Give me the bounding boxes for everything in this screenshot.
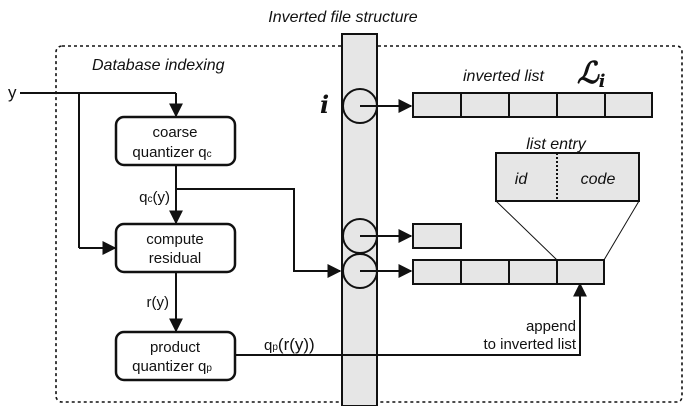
svg-text:quantizer qp: quantizer qp <box>132 358 212 375</box>
index-label-i: i <box>320 90 329 119</box>
diagram-title: Inverted file structure <box>268 9 418 26</box>
inverted-list-i <box>412 92 653 118</box>
appended-entry-cell <box>556 259 605 285</box>
qc-y-label: qc(y) <box>139 189 170 206</box>
r-y-label: r(y) <box>147 294 170 311</box>
append-label-2: to inverted list <box>483 336 576 353</box>
append-label-1: append <box>526 318 576 335</box>
database-indexing-region <box>55 45 347 403</box>
list-entry-detail: id code <box>495 152 640 202</box>
zoom-line-right <box>603 200 640 261</box>
arrow-qc-to-inverted-file <box>176 188 342 278</box>
product-quantizer-box: product quantizer qp <box>114 330 237 382</box>
database-indexing-region-right <box>360 45 683 403</box>
compute-residual-box: compute residual <box>114 222 237 274</box>
input-label: y <box>8 83 17 102</box>
svg-text:product: product <box>150 339 201 356</box>
inverted-list-label: inverted list <box>463 68 544 85</box>
svg-text:coarse: coarse <box>152 124 197 141</box>
list-entry-code: code <box>581 171 616 188</box>
list-entry-label: list entry <box>526 136 587 153</box>
svg-text:quantizer qc: quantizer qc <box>132 144 211 161</box>
target-inverted-list <box>412 259 605 285</box>
region-label: Database indexing <box>92 57 225 74</box>
arrow-append <box>235 282 587 356</box>
svg-text:residual: residual <box>149 250 202 267</box>
short-list-cell <box>412 223 462 249</box>
coarse-quantizer-box: coarse quantizer qc <box>114 115 237 167</box>
zoom-line-left <box>495 200 558 261</box>
list-entry-id: id <box>515 171 529 188</box>
inverted-list-symbol: ℒi <box>577 56 606 92</box>
svg-text:compute: compute <box>146 231 204 248</box>
qp-ry-label: qp(r(y)) <box>264 335 315 354</box>
